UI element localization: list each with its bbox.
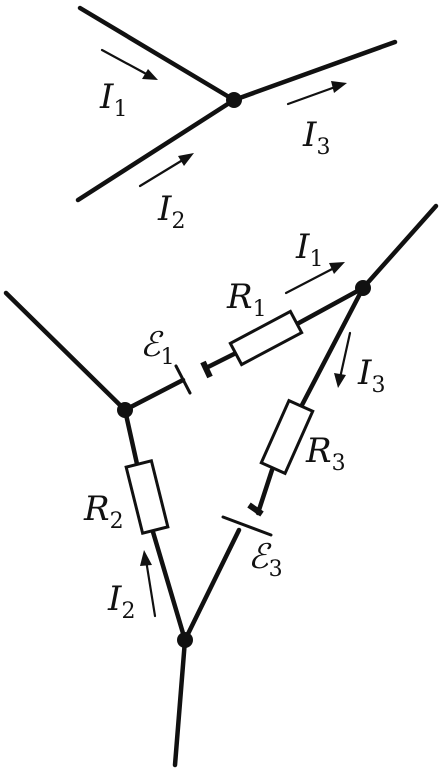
circuit-current-2-arrow <box>140 550 157 618</box>
resistor-1-label: R1 <box>226 277 267 322</box>
circuit-current-3-arrow <box>334 331 352 388</box>
resistor-3 <box>259 398 315 476</box>
branch-2-wire-b <box>150 529 188 643</box>
resistor-3-label: R3 <box>305 431 346 476</box>
junction-wire-3 <box>231 39 398 103</box>
circuit-current-1-label: I1 <box>295 227 323 272</box>
lead-bottom <box>172 637 188 768</box>
circuit-current-1-arrow <box>284 262 345 295</box>
junction-current-3-label: I3 <box>302 115 330 160</box>
resistor-2 <box>124 459 170 535</box>
branch-1-wire-c <box>294 285 366 327</box>
junction-node <box>226 92 242 108</box>
circuit-current-2-label: I2 <box>107 579 135 624</box>
circuit-current-3-label: I3 <box>357 353 385 398</box>
junction-current-1-arrow <box>100 48 158 80</box>
junction-figure: I1 I2 I3 <box>75 5 398 234</box>
emf-1-long-plate <box>174 364 192 395</box>
emf-3-label: ℰ3 <box>248 537 283 582</box>
emf-1-short-plate <box>200 360 213 379</box>
lead-left <box>3 290 128 413</box>
node-right <box>355 280 371 296</box>
junction-wire-2 <box>75 97 237 203</box>
branch-3-wire-a <box>299 285 366 408</box>
emf-3-short-plate <box>247 502 264 517</box>
branch-1-wire-a <box>122 377 186 413</box>
junction-current-1-label: I1 <box>99 77 127 122</box>
junction-current-2-arrow <box>138 153 194 188</box>
branch-2-wire-a <box>122 407 140 467</box>
node-bottom <box>177 632 193 648</box>
emf-3-long-plate <box>221 515 273 537</box>
junction-current-3-arrow <box>286 81 347 106</box>
branch-3-wire-b <box>255 467 275 516</box>
junction-current-2-label: I2 <box>157 189 185 234</box>
emf-1-label: ℰ1 <box>140 325 175 370</box>
node-left <box>117 402 133 418</box>
resistor-2-label: R2 <box>83 489 124 534</box>
junction-wire-1 <box>77 5 237 103</box>
lead-right <box>360 203 439 291</box>
circuit-figure: I1 R1 ℰ1 I3 R3 R2 ℰ3 I2 <box>3 203 439 768</box>
resistor-1 <box>228 309 304 367</box>
branch-1-wire-b <box>203 350 239 371</box>
branch-3-wire-c <box>182 527 242 643</box>
